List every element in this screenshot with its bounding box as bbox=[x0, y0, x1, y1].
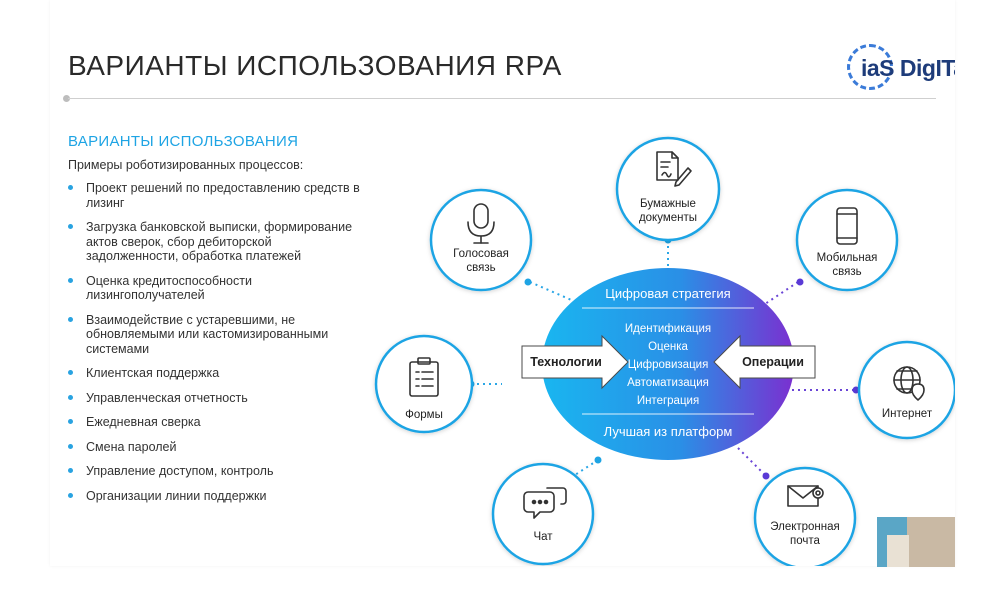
list-item: Управленческая отчетность bbox=[62, 391, 362, 406]
node-label-mobile: Мобильная связь bbox=[816, 252, 878, 278]
section-heading: ВАРИАНТЫ ИСПОЛЬЗОВАНИЯ bbox=[68, 133, 299, 150]
list-item: Управление доступом, контроль bbox=[62, 464, 362, 479]
slide: ВАРИАНТЫ ИСПОЛЬЗОВАНИЯ RPA iaS DigITa ВА… bbox=[50, 0, 955, 566]
node-label-chat: Чат bbox=[533, 531, 553, 543]
node-circle-paper bbox=[615, 136, 721, 242]
connectors bbox=[471, 240, 856, 487]
node-circle-mobile bbox=[795, 188, 899, 292]
node-label-internet: Интернет bbox=[881, 408, 933, 420]
connector-voice bbox=[529, 281, 577, 303]
document-pen-icon bbox=[656, 151, 692, 187]
globe-pin-icon bbox=[893, 366, 925, 401]
slide-title: ВАРИАНТЫ ИСПОЛЬЗОВАНИЯ RPA bbox=[68, 50, 562, 81]
logo-ring bbox=[847, 44, 893, 90]
presenter-video-thumbnail[interactable] bbox=[877, 517, 955, 567]
list-item: Клиентская поддержка bbox=[62, 366, 362, 381]
best-platform-label: Лучшая из платформ bbox=[603, 424, 733, 439]
rpa-diagram bbox=[374, 136, 955, 566]
clipboard-icon bbox=[409, 357, 439, 397]
node-circle-email bbox=[753, 466, 857, 566]
list-item: Проект решений по предоставлению средств… bbox=[62, 181, 362, 210]
use-case-list: Проект решений по предоставлению средств… bbox=[62, 181, 362, 513]
digital-strategy-label: Цифровая стратегия bbox=[605, 286, 731, 301]
company-logo: iaS DigITa bbox=[843, 40, 955, 96]
node-circle-internet bbox=[857, 340, 955, 440]
logo-wordmark: iaS DigITa bbox=[861, 55, 955, 81]
envelope-at-icon bbox=[787, 485, 824, 507]
node-label-paper: Бумажные документы bbox=[638, 198, 698, 224]
center-process-list: Идентификация Оценка Цифровизация Автома… bbox=[624, 323, 712, 407]
list-item: Ежедневная сверка bbox=[62, 415, 362, 430]
list-item: Взаимодействие с устаревшими, не обновля… bbox=[62, 313, 362, 357]
list-item: Смена паролей bbox=[62, 440, 362, 455]
digital-strategy-ellipse bbox=[542, 268, 794, 460]
list-item: Организации линии поддержки bbox=[62, 489, 362, 504]
list-item: Загрузка банковской выписки, формировани… bbox=[62, 220, 362, 264]
technologies-label: Технологии bbox=[530, 355, 602, 369]
operations-label: Операции bbox=[742, 355, 804, 369]
connector-email bbox=[737, 447, 767, 477]
microphone-icon bbox=[467, 203, 495, 244]
title-rule bbox=[68, 98, 936, 99]
technologies-arrow bbox=[521, 334, 629, 390]
operations-arrow bbox=[713, 334, 816, 390]
node-circle-chat bbox=[491, 462, 595, 566]
intro-text: Примеры роботизированных процессов: bbox=[68, 158, 304, 172]
connector-chat bbox=[557, 459, 599, 487]
node-label-forms: Формы bbox=[405, 409, 443, 421]
list-item: Оценка кредитоспособности лизингополучат… bbox=[62, 274, 362, 303]
node-label-email: Электронная почта bbox=[770, 521, 840, 547]
title-rule-dot bbox=[63, 95, 70, 102]
node-label-voice: Голосовая связь bbox=[453, 248, 509, 274]
chat-bubble-icon bbox=[523, 487, 567, 519]
connector-mobile bbox=[761, 281, 799, 307]
node-circle-forms bbox=[374, 334, 474, 434]
smartphone-icon bbox=[836, 207, 858, 245]
